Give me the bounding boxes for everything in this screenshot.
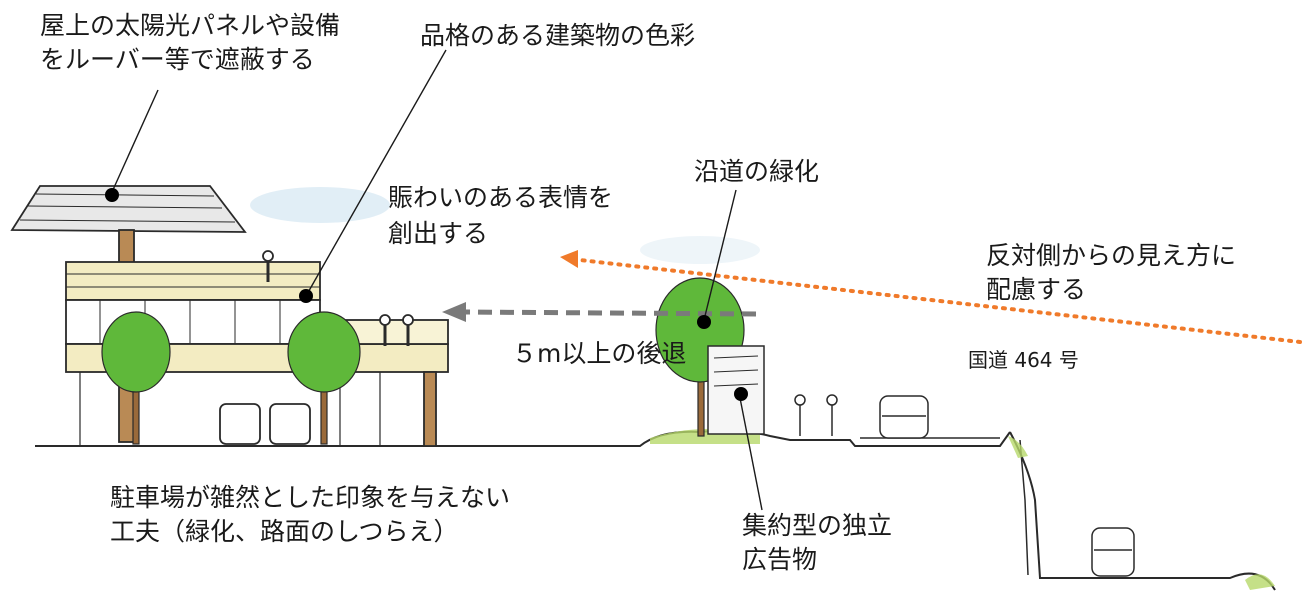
label-parking-line2: 工夫（緑化、路面のしつらえ） [110, 517, 459, 546]
sightline-arrow [560, 250, 1302, 344]
tree-building-left [101, 311, 171, 445]
label-sign-line2: 広告物 [742, 545, 818, 574]
label-solar-line1: 屋上の太陽光パネルや設備 [40, 11, 341, 40]
leader-dots [105, 188, 748, 401]
vehicle-lower-road [1091, 527, 1135, 577]
label-sign-line1: 集約型の独立 [742, 511, 893, 540]
vehicle-on-road [879, 395, 929, 439]
label-parking-line1: 駐車場が雑然とした印象を与えない [110, 483, 511, 512]
sky-wash [250, 187, 760, 264]
label-opposite-line1: 反対側からの見え方に [986, 241, 1237, 270]
label-setback: ５m以上の後退 [512, 339, 687, 368]
label-greening: 沿道の緑化 [694, 157, 820, 186]
label-lively-line2: 創出する [388, 219, 489, 248]
label-opposite-line2: 配慮する [986, 275, 1087, 304]
building [10, 185, 449, 447]
label-color: 品格のある建築物の色彩 [420, 21, 696, 50]
label-lively-line1: 賑わいのある表情を [388, 183, 614, 212]
tree-building-right [287, 311, 361, 445]
leader-lines [111, 49, 763, 511]
label-solar-line2: をルーバー等で遮蔽する [40, 45, 315, 74]
setback-arrow [442, 302, 757, 322]
sidewalk-pedestrians [794, 394, 838, 436]
label-route: 国道 464 号 [968, 348, 1079, 372]
